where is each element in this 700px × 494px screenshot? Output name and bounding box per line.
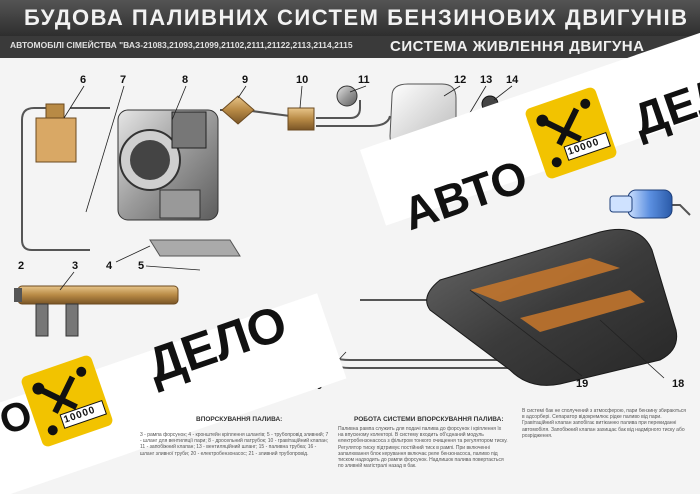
label-14: 14 (506, 74, 518, 86)
label-6: 6 (80, 74, 86, 86)
label-2: 2 (18, 260, 24, 272)
text-left: 3 - рампа форсунок; 4 - кронштейн кріпле… (140, 432, 330, 486)
label-19: 19 (576, 378, 588, 390)
label-10: 10 (296, 74, 308, 86)
throttle-body (118, 110, 218, 220)
text-right: В системі бак не сполучений з атмосферою… (522, 408, 690, 488)
section-title-left: ВПОРСКУВАННЯ ПАЛИВА: (196, 416, 282, 423)
adsorber-canister (628, 190, 672, 218)
label-9: 9 (242, 74, 248, 86)
fuel-filter (222, 96, 254, 124)
label-18: 18 (672, 378, 684, 390)
label-8: 8 (182, 74, 188, 86)
pressure-regulator (36, 118, 76, 162)
section-title-center: РОБОТА СИСТЕМИ ВПОРСКУВАННЯ ПАЛИВА: (354, 416, 504, 423)
label-7: 7 (120, 74, 126, 86)
fuel-tank (427, 229, 677, 385)
gravity-valve (288, 108, 314, 130)
text-center: Паливна рампа служить для подачі палива … (338, 426, 508, 488)
injectors (36, 304, 78, 336)
label-4: 4 (106, 260, 112, 272)
label-12: 12 (454, 74, 466, 86)
label-13: 13 (480, 74, 492, 86)
fuel-rail (14, 286, 178, 336)
safety-valve (337, 86, 357, 106)
label-11: 11 (358, 74, 370, 86)
label-3: 3 (72, 260, 78, 272)
hose-bracket (150, 240, 240, 256)
label-5: 5 (138, 260, 144, 272)
